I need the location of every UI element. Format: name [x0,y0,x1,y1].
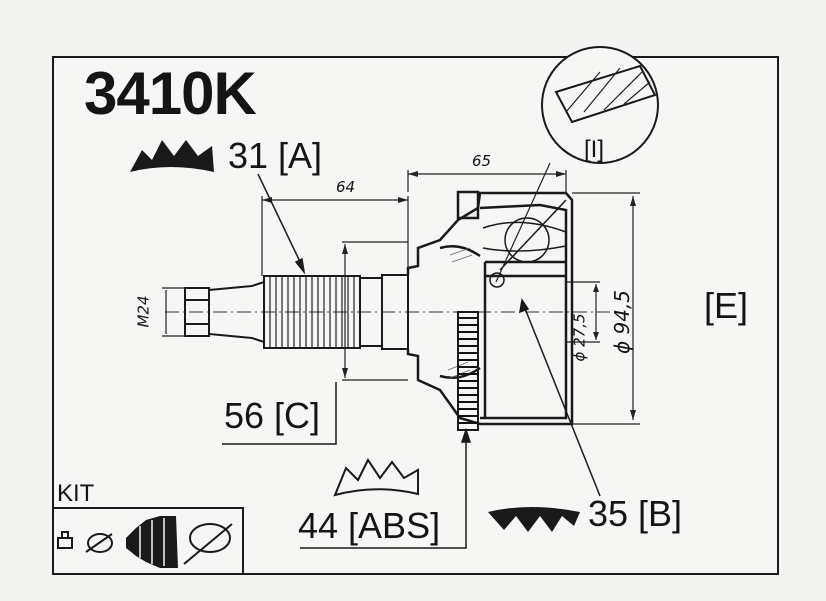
callout-abs: 44 [ABS] [298,505,441,546]
leader-lines [222,173,601,549]
kit-label: KIT [57,480,95,507]
dimension-arrowheads [262,171,636,420]
dimension-thread: M24 [134,295,153,328]
boot-icon-a [130,140,214,172]
detail-circle [495,46,659,283]
splined-shaft [263,274,409,350]
callout-c: 56 [C] [224,395,321,436]
dimension-lines [162,170,640,425]
kit-boot-icon [126,516,178,568]
joint-housing [406,190,574,426]
part-number: 3410K [84,60,257,127]
dimension-inner-diameter: ϕ 27,5 [570,313,589,362]
callout-i: [I] [584,136,605,163]
inner-ball-cage [447,199,567,379]
drawing-frame [52,56,779,575]
kit-tie-icon [183,523,233,565]
callout-b: 35 [B] [588,493,683,534]
kit-ring-icon [85,533,113,553]
kit-box [52,507,244,575]
callout-a: 31 [A] [228,135,323,176]
abs-ring [457,311,479,431]
boot-icon-abs [333,458,419,497]
boot-icon-b [488,507,580,532]
dimension-outer-diameter: ϕ 94,5 [610,289,635,355]
callout-e: [E] [704,285,749,326]
dimension-shaft-length: 64 [336,178,356,196]
kit-clamp-icon [57,531,73,549]
dimension-housing-length: 65 [472,152,492,170]
